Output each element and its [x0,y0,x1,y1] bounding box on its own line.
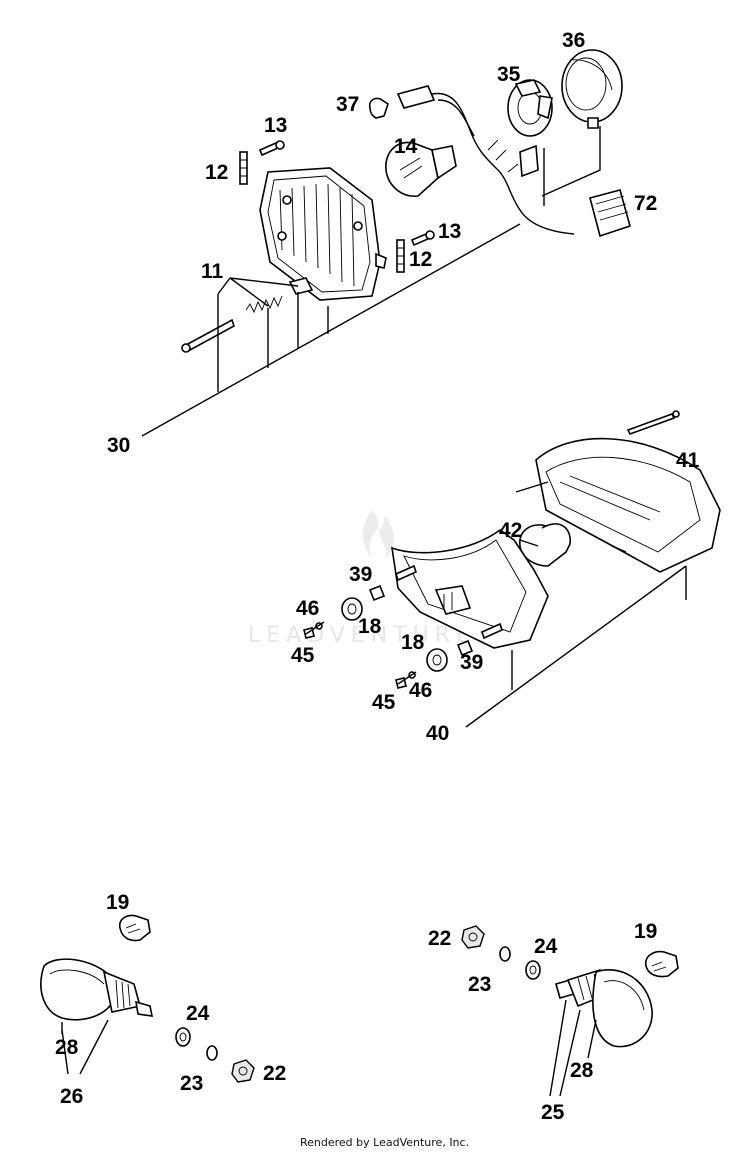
callout-12-upper: 12 [205,161,228,184]
callout-22-left: 22 [263,1062,286,1085]
bulb-socket-wiring [396,85,575,235]
callout-45-lower: 45 [372,691,396,714]
callout-42: 42 [499,519,522,542]
footer-credit: Rendered by LeadVenture, Inc. [300,1136,469,1149]
callout-37: 37 [336,93,359,116]
headlight-bulb [385,141,457,197]
left-indicator-body [40,958,154,1021]
left-nut [231,1059,255,1083]
callout-19-left: 19 [106,891,129,914]
taillight-lens [535,437,721,573]
callout-72: 72 [634,192,657,215]
headlight-assembly: 30 11 12 12 13 13 14 37 35 36 72 [107,29,657,457]
adjust-spring [245,295,283,314]
callout-14: 14 [394,135,418,158]
taillight-assembly: 41 42 39 18 46 45 18 39 46 45 40 [291,410,721,745]
parking-bulb [368,97,389,119]
callout-39-lower: 39 [460,651,483,674]
callout-24-right: 24 [534,935,558,958]
right-washer [525,960,541,980]
screw-upper [258,140,285,157]
left-indicator-assembly: 19 24 28 26 23 22 [40,891,286,1108]
callout-13-lower: 13 [438,220,461,243]
callout-26: 26 [60,1085,83,1108]
left-washer [175,1027,191,1047]
callout-19-right: 19 [634,920,657,943]
callout-12-lower: 12 [409,248,432,271]
taillight-leaders [305,481,687,728]
right-indicator-body [555,969,653,1048]
callout-18-lower: 18 [401,631,425,654]
taillight-housing [391,529,549,649]
left-indicator-bulb [118,914,151,942]
callout-28-right: 28 [570,1059,594,1082]
grommet-lower [426,648,448,672]
left-lock-washer [206,1045,218,1061]
callout-13-upper: 13 [264,114,287,137]
callout-23-right: 23 [468,973,491,996]
watermark-logo: LEADVENTURE [248,510,476,648]
wire-connector [589,189,631,238]
callout-46-upper: 46 [296,597,319,620]
callout-22-right: 22 [428,927,451,950]
callout-18-upper: 18 [358,615,382,638]
callout-28-left: 28 [55,1036,79,1059]
spacer-upper [368,584,386,602]
callout-46-lower: 46 [409,679,432,702]
callout-25: 25 [541,1101,565,1124]
right-lock-washer [499,946,511,962]
watermark-text: LEADVENTURE [248,623,476,648]
right-nut [461,925,485,949]
callout-39-upper: 39 [349,563,372,586]
socket-holder [507,79,553,137]
right-indicator-leaders [549,999,597,1097]
headlight-housing [259,167,387,301]
rubber-cap [561,49,623,129]
headlight-leaders [141,126,601,437]
right-indicator-assembly: 22 23 24 19 28 25 [428,920,679,1124]
callout-36: 36 [562,29,585,52]
callout-23-left: 23 [180,1072,203,1095]
callout-11: 11 [201,260,224,283]
spacer-lower [456,639,474,657]
lens-screw [626,410,680,435]
grommet-upper [341,597,363,621]
callout-35: 35 [497,63,521,86]
callout-40: 40 [426,722,449,745]
callout-24-left: 24 [186,1002,210,1025]
callout-45-upper: 45 [291,644,315,667]
clip-upper [239,151,248,185]
callout-30: 30 [107,434,130,457]
right-indicator-bulb [644,950,679,978]
clip-lower [396,239,405,273]
screw-lower [410,230,435,247]
adjust-screw [181,318,235,353]
adjust-nut [288,277,314,295]
left-indicator-leaders [61,1019,109,1075]
callout-41: 41 [676,449,700,472]
